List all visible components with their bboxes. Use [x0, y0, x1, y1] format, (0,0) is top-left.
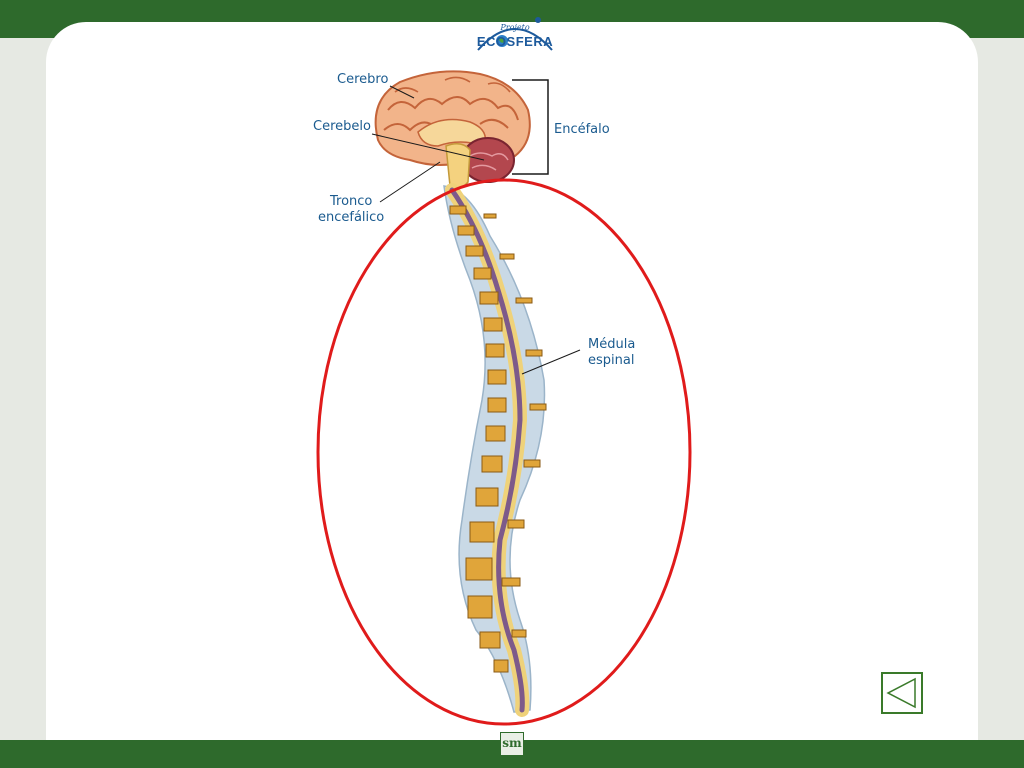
logo-arc-icon	[477, 17, 553, 51]
logo-subtitle: Projeto	[500, 23, 530, 32]
triangle-left-icon	[886, 677, 916, 709]
spine-illustration	[443, 183, 547, 717]
label-tronco-line1: Tronco	[330, 194, 373, 209]
label-tronco-line2: encefálico	[318, 210, 385, 225]
label-cerebro: Cerebro	[337, 72, 389, 87]
label-medula-line2: espinal	[588, 353, 635, 368]
ecosfera-logo: Projeto ECOSFERA	[470, 10, 560, 60]
logo-title: ECOSFERA	[476, 34, 554, 49]
back-button[interactable]	[881, 672, 923, 714]
leader-lines	[371, 85, 581, 375]
label-cerebelo: Cerebelo	[313, 119, 371, 134]
label-encefalo: Encéfalo	[554, 122, 610, 137]
encefalo-bracket	[512, 79, 549, 175]
spinal-cord-highlight-ellipse	[316, 178, 692, 726]
label-medula-line1: Médula	[588, 337, 636, 352]
brain-illustration	[374, 70, 531, 189]
publisher-logo: sm	[500, 732, 524, 756]
